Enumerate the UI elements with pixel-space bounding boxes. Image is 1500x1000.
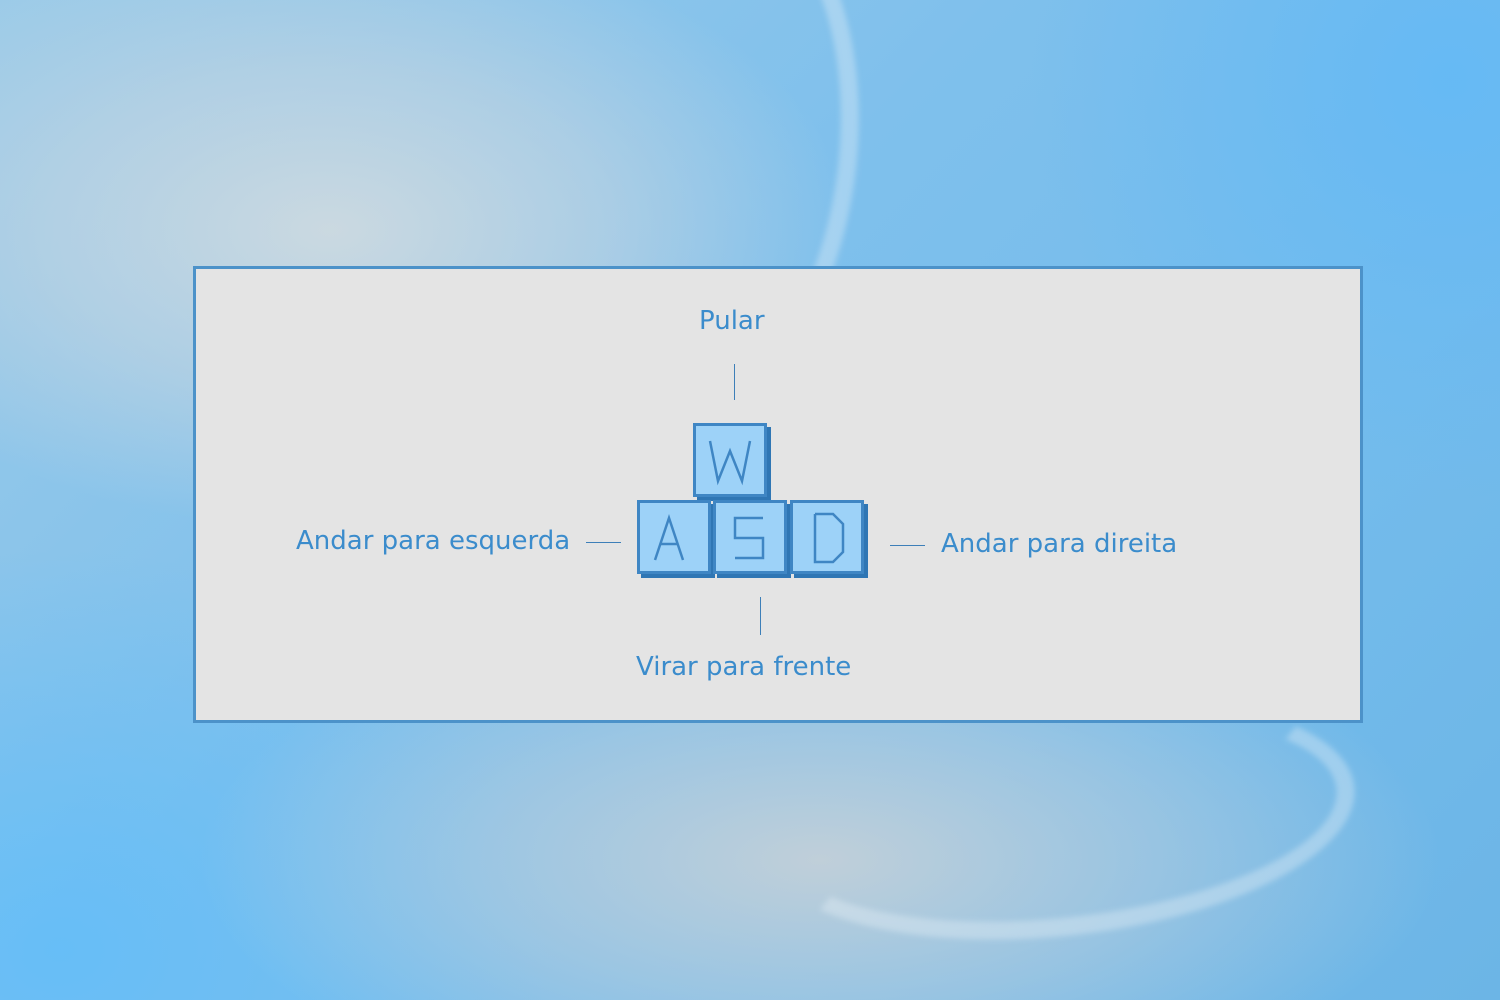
move-right-label: Andar para direita xyxy=(941,529,1178,559)
s-key-icon: S xyxy=(713,500,791,578)
controls-panel xyxy=(193,266,1363,723)
turn-forward-connector-line xyxy=(760,597,761,635)
w-key-icon: W xyxy=(693,423,771,501)
move-right-connector-line xyxy=(890,545,925,546)
turn-forward-label: Virar para frente xyxy=(636,652,852,682)
d-key-icon: D xyxy=(790,500,868,578)
jump-label: Pular xyxy=(699,306,765,336)
jump-connector-line xyxy=(734,364,735,400)
move-left-connector-line xyxy=(586,542,621,543)
move-left-label: Andar para esquerda xyxy=(296,526,571,556)
a-key-icon: A xyxy=(637,500,715,578)
